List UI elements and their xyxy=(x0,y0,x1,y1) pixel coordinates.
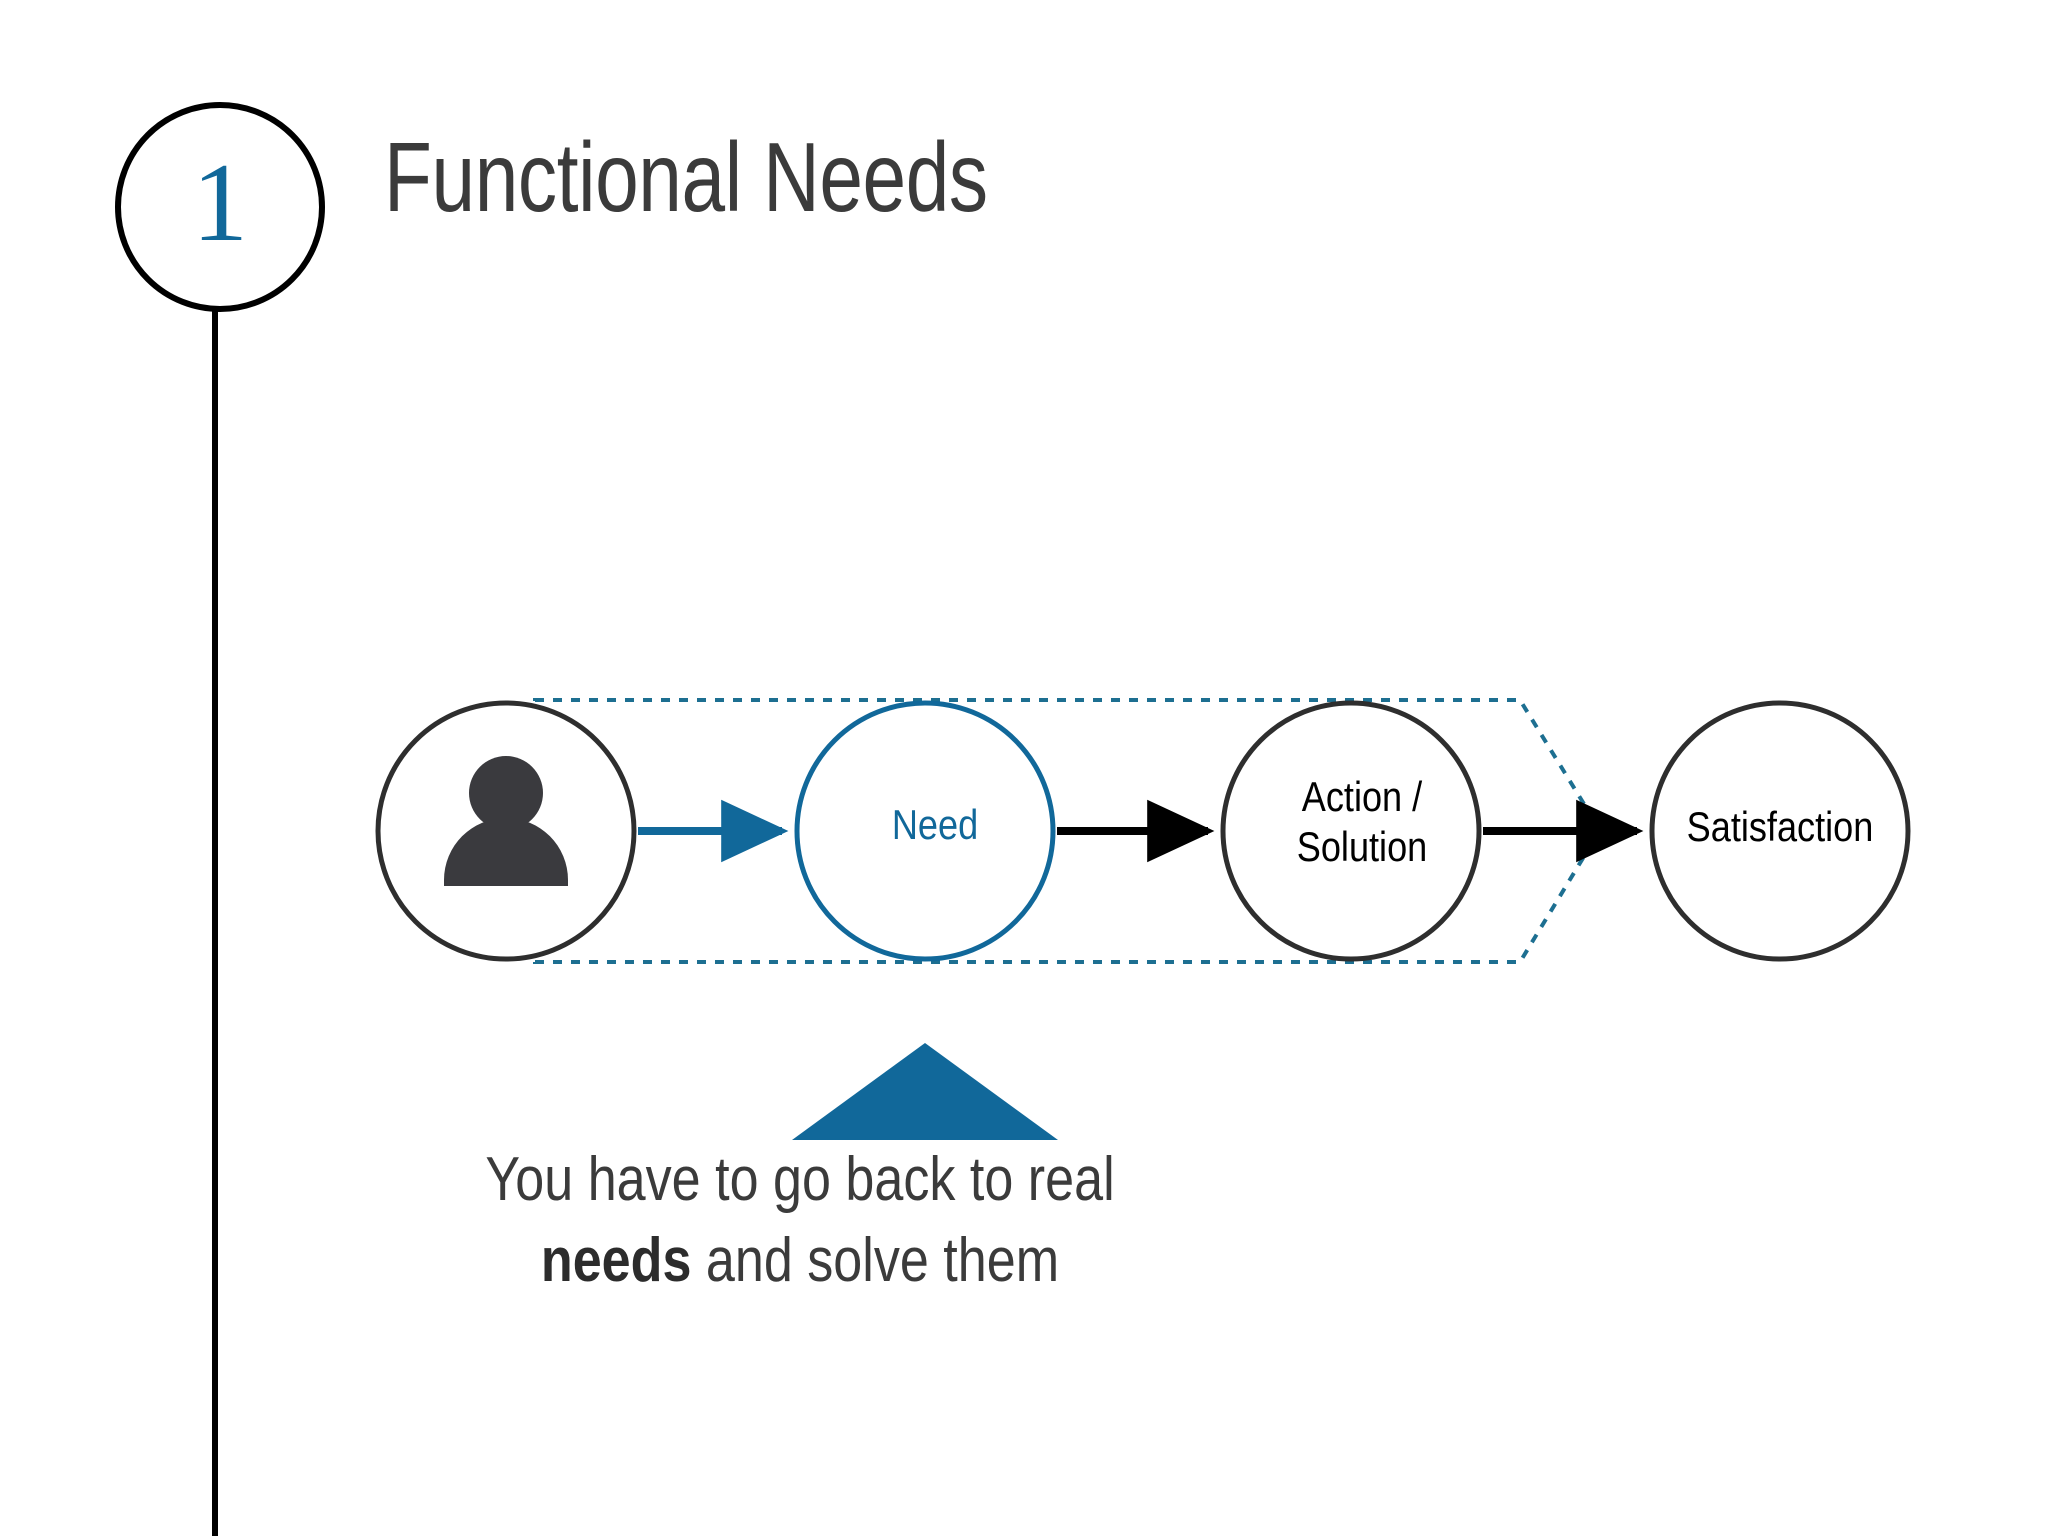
page-title: Functional Needs xyxy=(384,122,988,232)
person-icon xyxy=(444,756,568,886)
highlight-outline xyxy=(533,698,1603,964)
step-number-label: 1 xyxy=(192,141,248,265)
node-label-satisfaction: Satisfaction xyxy=(1686,803,1874,850)
node-need-circle xyxy=(794,700,1056,962)
caption-line-2: needs and solve them xyxy=(464,1221,1136,1302)
caption-line-2-rest: and solve them xyxy=(691,1225,1060,1295)
pointer-triangle-icon xyxy=(792,1043,1058,1140)
caption-emphasis: needs xyxy=(540,1225,692,1295)
caption-line-1: You have to go back to real xyxy=(485,1145,1115,1214)
step-rail-line xyxy=(212,205,218,1536)
step-number-badge: 1 xyxy=(115,102,325,312)
node-satisfaction-circle xyxy=(1649,700,1911,962)
node-action-circle xyxy=(1220,700,1482,962)
node-label-need: Need xyxy=(891,801,979,848)
caption-text: You have to go back to real needs and so… xyxy=(400,1140,1200,1301)
node-label-action: Action / Solution xyxy=(1296,773,1428,870)
